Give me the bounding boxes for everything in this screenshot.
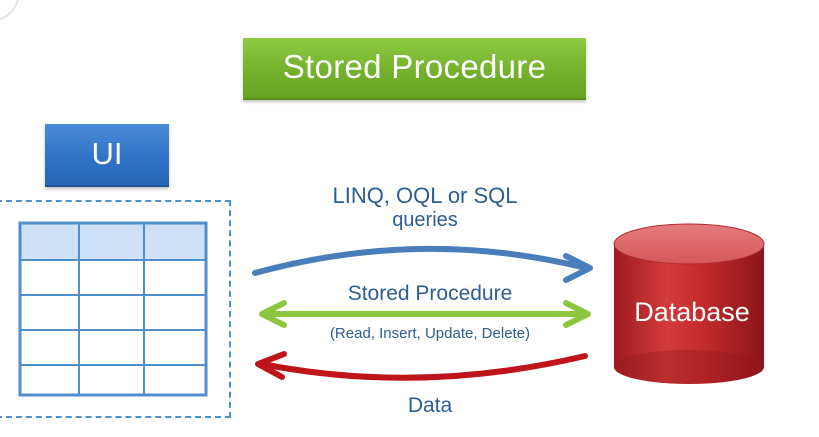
crud-operations-label: (Read, Insert, Update, Delete) — [329, 325, 531, 342]
stored-procedure-arrow-label: Stored Procedure — [347, 282, 513, 305]
table-grid — [18, 221, 208, 397]
database-cylinder-icon — [613, 223, 765, 384]
table-header-row — [20, 223, 206, 260]
data-arrow — [255, 351, 588, 381]
queries-label-line1: LINQ, OQL or SQL — [332, 183, 518, 208]
database-label: Database — [634, 297, 750, 327]
ui-dashed-frame — [0, 200, 231, 418]
queries-label-line2: queries — [392, 209, 458, 231]
table-outline — [18, 221, 208, 397]
queries-arrow — [252, 245, 593, 283]
stored-procedure-arrow — [259, 300, 591, 328]
stored-procedure-title-box: Stored Procedure — [243, 38, 586, 100]
data-arrow-label: Data — [407, 394, 453, 417]
queries-label: LINQ, OQL or SQL queries — [290, 184, 560, 232]
ui-box: UI — [45, 124, 169, 187]
